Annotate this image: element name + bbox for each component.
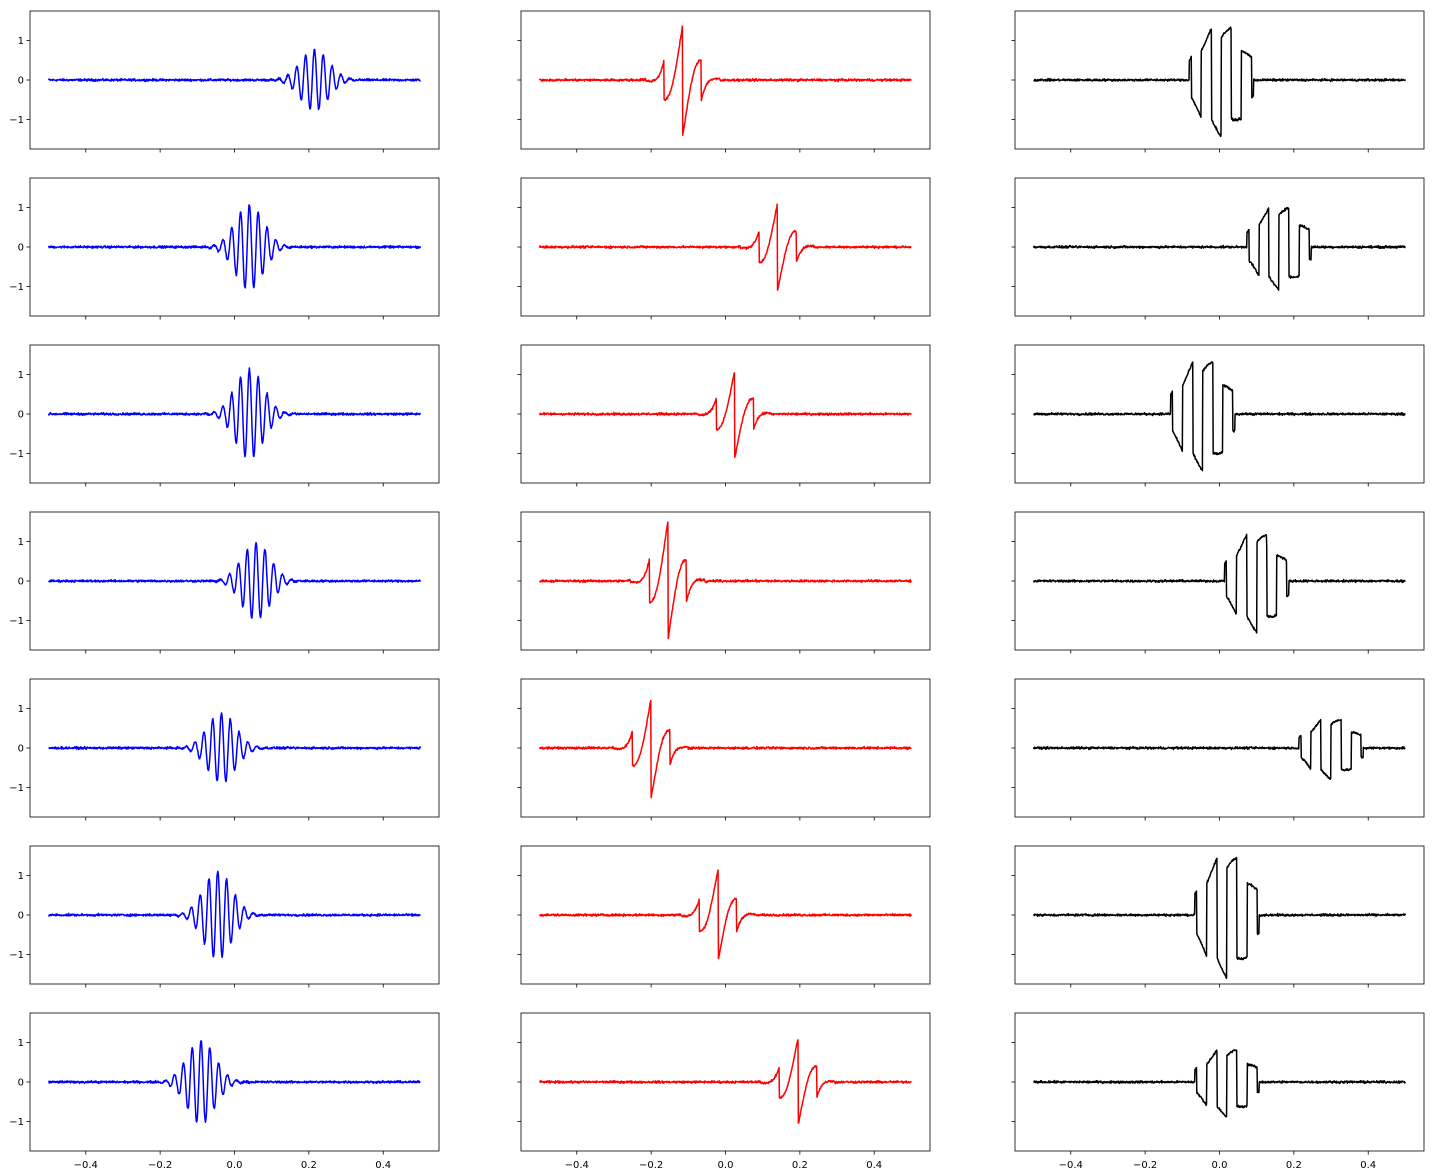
y-tick-label: 0 <box>18 410 24 421</box>
y-tick-label: −1 <box>9 115 24 126</box>
y-tick-label: 0 <box>18 243 24 254</box>
series-line <box>538 521 913 640</box>
series-line <box>1033 26 1407 138</box>
subplot-r1-c2 <box>517 10 931 153</box>
y-tick-label: 1 <box>18 537 24 548</box>
x-tick-label: 0.0 <box>227 1160 243 1171</box>
series-line <box>47 204 422 289</box>
subplot-r3-c3 <box>1011 344 1425 487</box>
subplot-r4-c1: 1 0 −1 <box>9 511 440 654</box>
series-line <box>1032 856 1407 979</box>
series-line <box>1032 206 1406 291</box>
subplot-r5-c3 <box>1011 678 1425 821</box>
series-line <box>47 48 421 111</box>
series-line <box>47 1040 421 1123</box>
y-tick-label: 0 <box>18 577 24 588</box>
x-tick-label: 0.4 <box>1360 1160 1376 1171</box>
x-tick-label: 0.2 <box>792 1160 808 1171</box>
x-tick-label: −0.2 <box>1133 1160 1157 1171</box>
series-line <box>1033 361 1406 472</box>
x-tick-label: −0.2 <box>148 1160 172 1171</box>
y-tick-label: 1 <box>18 704 24 715</box>
y-tick-label: 1 <box>18 203 24 214</box>
y-tick-label: 1 <box>18 871 24 882</box>
y-tick-label: 0 <box>18 744 24 755</box>
y-tick-label: −1 <box>9 282 24 293</box>
series-line <box>538 1039 912 1124</box>
series-line <box>47 870 421 958</box>
subplot-r2-c1: 1 0 −1 <box>9 177 440 320</box>
y-tick-label: 0 <box>18 76 24 87</box>
series-line <box>539 869 913 960</box>
x-tick-label: 0.0 <box>1212 1160 1228 1171</box>
y-tick-label: −1 <box>9 449 24 460</box>
x-tick-label: −0.2 <box>639 1160 663 1171</box>
series-line <box>47 541 422 619</box>
subplot-r6-c1: 1 0 −1 <box>9 845 440 988</box>
y-tick-label: −1 <box>9 1117 24 1128</box>
series-line <box>1032 533 1406 634</box>
y-tick-label: −1 <box>9 950 24 961</box>
subplot-r7-c3: −0.4 −0.2 0.0 0.2 0.4 <box>1011 1012 1425 1171</box>
series-line <box>47 367 422 458</box>
subplot-r3-c1: 1 0 −1 <box>9 344 440 487</box>
subplot-r5-c1: 1 0 −1 <box>9 678 440 821</box>
x-tick-label: −0.4 <box>1059 1160 1083 1171</box>
subplot-r5-c2 <box>517 678 931 821</box>
subplot-r3-c2 <box>517 344 931 487</box>
series-line <box>538 203 912 291</box>
subplot-r7-c1: 1 0 −1 −0.4 −0.2 0.0 0.2 0.4 <box>9 1012 440 1171</box>
subplot-r6-c3 <box>1011 845 1425 988</box>
y-tick-label: 1 <box>18 370 24 381</box>
x-tick-label: −0.4 <box>74 1160 98 1171</box>
y-tick-label: 1 <box>18 1038 24 1049</box>
x-tick-label: 0.2 <box>301 1160 317 1171</box>
y-tick-label: −1 <box>9 783 24 794</box>
subplot-r1-c1: 1 0 −1 <box>9 10 440 153</box>
subplot-r4-c2 <box>517 511 931 654</box>
y-tick-label: 1 <box>18 36 24 47</box>
series-line <box>1032 718 1406 780</box>
series-line <box>48 712 422 783</box>
series-line <box>1033 1049 1407 1118</box>
subplot-r1-c3 <box>1011 10 1425 153</box>
y-tick-label: 0 <box>18 911 24 922</box>
subplot-r6-c2 <box>517 845 931 988</box>
subplot-r4-c3 <box>1011 511 1425 654</box>
series-line <box>538 25 912 136</box>
subplot-r2-c2 <box>517 177 931 320</box>
x-tick-label: 0.4 <box>866 1160 882 1171</box>
subplot-r2-c3 <box>1011 177 1425 320</box>
series-line <box>538 372 912 459</box>
x-tick-label: 0.0 <box>718 1160 734 1171</box>
x-tick-label: 0.4 <box>375 1160 391 1171</box>
subplot-r7-c2: −0.4 −0.2 0.0 0.2 0.4 <box>517 1012 931 1171</box>
x-tick-label: 0.2 <box>1286 1160 1302 1171</box>
y-tick-label: −1 <box>9 616 24 627</box>
x-tick-label: −0.4 <box>565 1160 589 1171</box>
series-line <box>538 699 912 799</box>
y-tick-label: 0 <box>18 1078 24 1089</box>
